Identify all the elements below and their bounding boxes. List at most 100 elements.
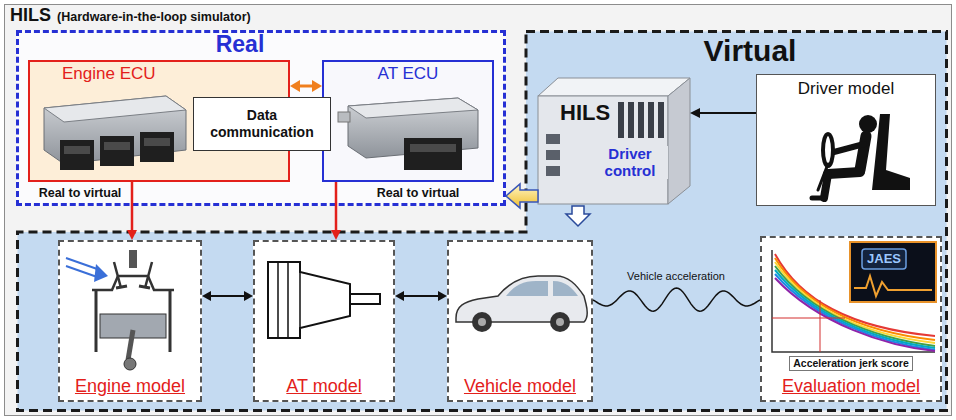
edge-label: Real to virtual — [37, 186, 124, 201]
chart-caption: Acceleration jerk score — [789, 356, 913, 371]
connector-line — [298, 85, 314, 88]
at-ecu-unit-part — [410, 144, 456, 152]
at-ecu-unit-part — [404, 138, 462, 170]
box-label-holder: Data communication — [203, 107, 321, 141]
engine-figure — [66, 250, 174, 370]
engine-ecu-unit-part — [140, 132, 174, 162]
hils-rack-part — [546, 166, 560, 176]
evaluation-chart-part — [862, 249, 906, 269]
frame-title: HILS — [10, 5, 51, 27]
hils-rack-part — [538, 78, 690, 96]
engine-ecu-unit-part — [64, 146, 90, 154]
at-ecu-unit — [338, 98, 478, 170]
hils-rack-part — [618, 102, 624, 138]
engine-ecu-unit-part — [104, 142, 130, 150]
engine-ecu-unit-part — [60, 140, 94, 170]
edge-label: Vehicle acceleration — [627, 270, 725, 283]
hils-rack-part — [566, 206, 590, 226]
region-title-holder: Real — [216, 31, 265, 59]
hils-rack-part — [668, 78, 690, 204]
transmission-figure — [268, 262, 380, 338]
engine-figure-part — [124, 358, 136, 370]
car-figure-part — [472, 312, 492, 332]
edge-label-holder: Real to virtual — [37, 186, 124, 201]
device-label: HILS — [560, 100, 610, 126]
model-label-holder: Evaluation model — [782, 376, 920, 398]
ecu-title: Engine ECU — [62, 64, 156, 84]
driver-icon — [812, 114, 910, 198]
model-label: AT model — [286, 376, 361, 398]
chart-caption-holder: Acceleration jerk score — [789, 356, 913, 371]
engine-figure-part — [116, 286, 127, 288]
at-model-box: AT model — [253, 240, 395, 402]
virtual-region: VirtualHILS Driver modelEngine model AT mo… — [16, 30, 948, 412]
driver-icon-part — [859, 115, 877, 133]
driver-icon-part — [824, 174, 828, 198]
connector-line — [131, 182, 134, 232]
connector-line — [335, 182, 338, 232]
box-label-holder: Driver model — [798, 79, 894, 99]
hils-frame: HILS (Hardware-in-the-loop simulator) Real… — [4, 4, 952, 416]
model-label-holder: AT model — [286, 376, 361, 398]
connector-line — [209, 295, 246, 297]
hils-rack-part — [658, 102, 664, 138]
model-label: Evaluation model — [782, 376, 920, 398]
evaluation-chart-part — [772, 300, 845, 352]
car-figure-part — [478, 318, 486, 326]
driver-icon-part — [872, 114, 910, 190]
transmission-figure-part — [278, 262, 300, 338]
edge-label-holder: Real to virtual — [375, 186, 462, 201]
model-label: Engine model — [75, 376, 185, 398]
evaluation-model-box: Evaluation model — [760, 236, 942, 402]
at-ecu-box: AT ECU — [322, 60, 494, 182]
hils-rack — [538, 78, 690, 226]
transmission-figure-part — [268, 262, 350, 338]
at-ecu-unit-part — [338, 112, 350, 122]
car-figure-part — [553, 281, 578, 296]
data-communication-box: Data communication — [193, 97, 331, 151]
logo-text-holder: JAES — [867, 251, 901, 267]
edge-label-holder: Vehicle acceleration — [627, 270, 725, 283]
evaluation-chart-part — [854, 276, 932, 296]
connector-line — [402, 295, 440, 297]
driver-icon-part — [812, 196, 824, 201]
ecu-title: AT ECU — [378, 64, 439, 84]
engine-figure-part — [139, 286, 150, 288]
hils-rack-part — [546, 150, 560, 160]
model-label-holder: Engine model — [75, 376, 185, 398]
engine-figure-part — [129, 250, 137, 268]
evaluation-chart — [772, 242, 936, 352]
driver-model-box: Driver model — [756, 74, 936, 206]
frame-title-holder: HILS — [10, 5, 51, 27]
signal-label-holder: Driver control — [592, 146, 668, 179]
ecu-title-holder: Engine ECU — [62, 64, 156, 84]
driver-icon-part — [834, 144, 864, 152]
connector-line — [698, 112, 756, 114]
engine-figure-part — [92, 276, 174, 290]
frame-subtitle: (Hardware-in-the-loop simulator) — [57, 10, 251, 25]
engine-figure-part — [128, 330, 133, 360]
edge-label: Real to virtual — [375, 186, 462, 201]
engine-ecu-unit-part — [144, 138, 170, 146]
car-figure-part — [506, 281, 548, 296]
engine-ecu-unit — [44, 96, 186, 170]
ecu-title-holder: AT ECU — [378, 64, 439, 84]
real-region: RealEngine ECU AT ECU Data communication — [16, 30, 506, 206]
region-title-holder: Virtual — [704, 33, 797, 69]
hils-rack-part — [628, 102, 634, 138]
device-label-holder: HILS — [560, 100, 610, 126]
hils-device: HILS — [538, 76, 690, 204]
model-label: Vehicle model — [464, 376, 576, 398]
car-figure-part — [556, 318, 564, 326]
driver-icon-part — [828, 172, 860, 174]
evaluation-chart-part — [850, 242, 936, 302]
frame-subtitle-holder: (Hardware-in-the-loop simulator) — [57, 10, 251, 25]
virtual-region-path — [18, 32, 947, 411]
driver-icon-part — [860, 136, 866, 170]
region-title: Virtual — [704, 33, 797, 69]
driver-icon-part — [823, 134, 833, 166]
box-label: Data communication — [203, 107, 321, 141]
engine-figure-part — [145, 262, 152, 288]
transmission-figure-part — [350, 294, 380, 304]
